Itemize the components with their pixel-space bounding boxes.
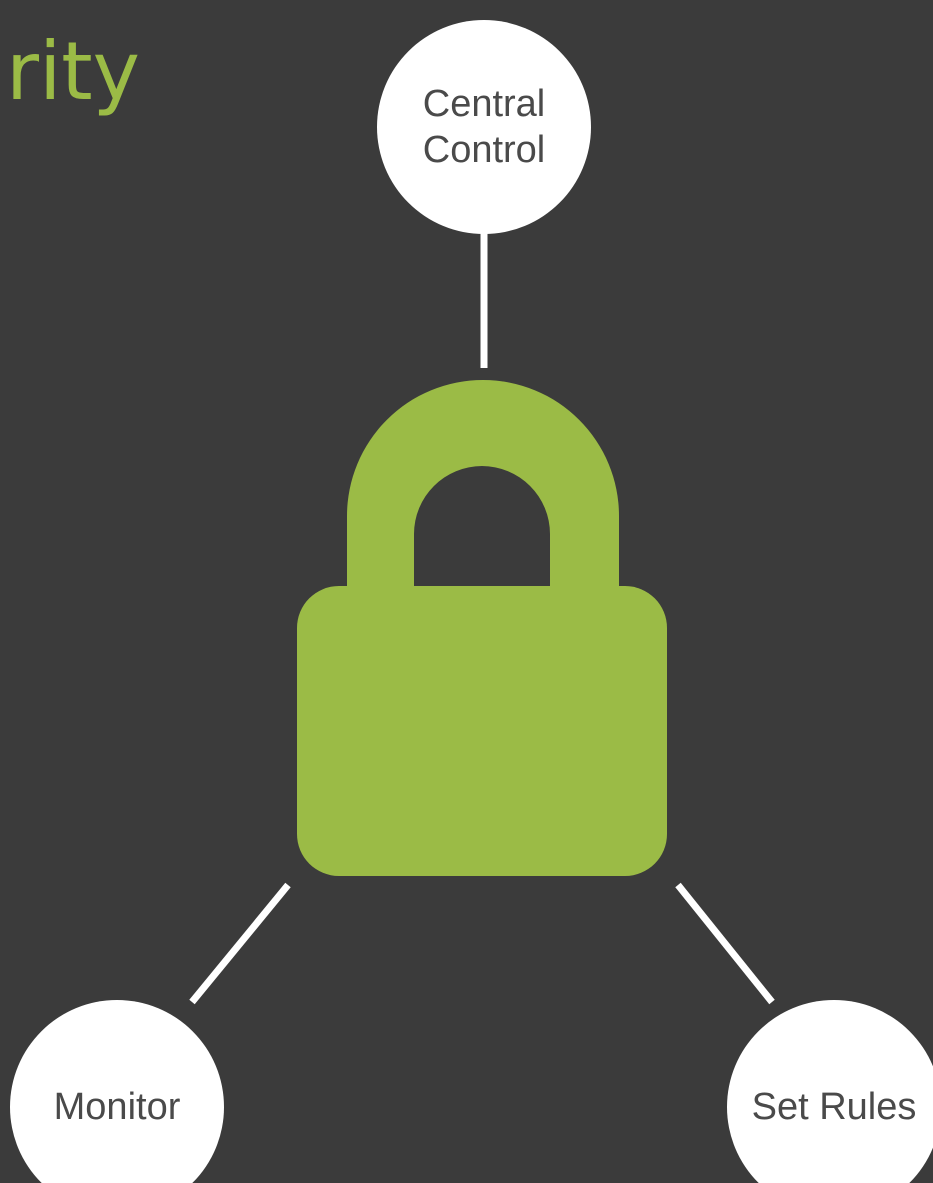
- lock-shackle: [347, 380, 619, 590]
- node-central-control: Central Control: [377, 20, 591, 234]
- connector-bottom-right: [675, 882, 775, 1005]
- connector-bottom-left: [189, 882, 291, 1005]
- lock-icon: [297, 380, 667, 876]
- node-central-control-label: Central Control: [422, 83, 546, 171]
- lock-body: [297, 586, 667, 876]
- node-monitor: Monitor: [10, 1000, 224, 1183]
- node-monitor-label: Monitor: [53, 1086, 181, 1128]
- title-clip: rity: [0, 0, 140, 160]
- node-set-rules-label: Set Rules: [751, 1086, 917, 1128]
- slide-title: rity: [6, 25, 140, 118]
- node-set-rules: Set Rules: [727, 1000, 933, 1183]
